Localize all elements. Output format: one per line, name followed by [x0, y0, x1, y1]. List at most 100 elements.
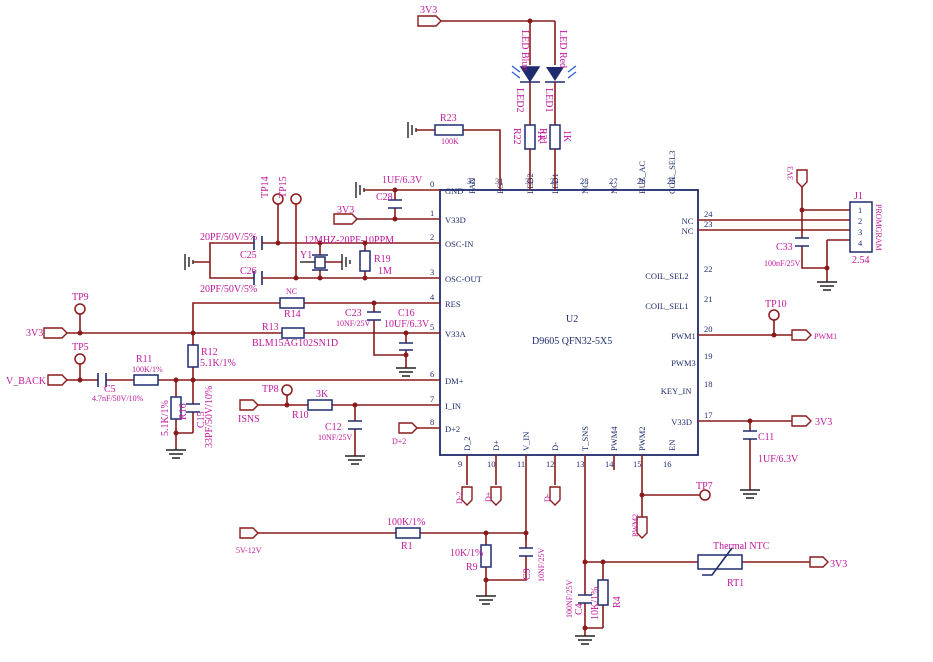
- y1-ref: Y1: [300, 250, 312, 261]
- led1-symbol: [546, 67, 564, 81]
- r22-val: 1K: [535, 130, 546, 143]
- r19-ref: R19: [374, 254, 391, 265]
- r11-body: [133, 374, 159, 386]
- port-5v12v: [239, 527, 259, 539]
- port-3v3-j1: [796, 169, 808, 188]
- r1-val: 100K/1%: [387, 517, 425, 528]
- ic-pin-num-28: 28: [580, 176, 589, 186]
- tp10-label: TP10: [765, 299, 787, 310]
- ic-pin-num-13: 13: [576, 459, 585, 469]
- r9-body: [480, 544, 492, 568]
- supply-left-section: TP9 3V3 R13 BLM15AG102SN1D NC R14 C23 10…: [26, 287, 440, 377]
- ic-pin-num-20: 20: [704, 324, 713, 334]
- r23-section: R23 100K: [407, 113, 501, 190]
- port-dplus-label: D+: [484, 491, 493, 502]
- ic-pin-name-26: BUZ_AC: [637, 161, 647, 194]
- ic-pin-num-6: 6: [430, 369, 434, 379]
- ic-pin-name-15: PWM2: [637, 426, 647, 451]
- port-pwm1: [791, 329, 812, 341]
- r4-val: 10K/1%: [590, 587, 601, 620]
- r16-ref: R16: [178, 403, 189, 420]
- r10-val: 3K: [316, 389, 329, 400]
- r14-ref: R14: [284, 309, 301, 320]
- ic-pin-num-17: 17: [704, 410, 713, 420]
- led2-symbol: [519, 66, 541, 83]
- port-3v3-top: [417, 15, 442, 27]
- j1-body: [849, 201, 873, 253]
- ic-pin-num-19: 19: [704, 351, 713, 361]
- port-3v3-v33d: [333, 213, 358, 225]
- port-dminus-label: D-: [543, 493, 552, 502]
- r14-val: NC: [286, 287, 297, 296]
- r21-body: [549, 124, 561, 150]
- r23-body: [434, 124, 464, 136]
- ic-pin-num-21: 21: [704, 294, 713, 304]
- led-section: 3V3 LED Blue LED2 LED Red LED1 R22 1K R2…: [417, 5, 577, 190]
- c23-ref: C23: [345, 308, 362, 319]
- port-5v12v-label: 5V-12V: [236, 546, 262, 555]
- c28-ref: C28: [376, 192, 393, 203]
- ic-pin-name-25: COIL_SEL3: [667, 151, 677, 194]
- c9-ref: C9: [522, 568, 533, 580]
- c16-val: 10UF/6.3V: [384, 319, 430, 330]
- tp8-label: TP8: [262, 384, 279, 395]
- ic-pin-num-16: 16: [663, 459, 672, 469]
- j1-pitch: 2.54: [852, 255, 870, 266]
- port-3v3-j1-label: 3V3: [786, 166, 795, 180]
- ic-pin-name-24: NC: [682, 216, 694, 226]
- r22-body: [524, 124, 536, 150]
- port-3v3-left-label: 3V3: [26, 328, 43, 339]
- ic-pin-num-15: 15: [633, 459, 642, 469]
- ic-pin-name-22: COIL_SEL2: [645, 271, 688, 281]
- r16-body: [170, 396, 182, 420]
- c4-ref: C4: [574, 603, 585, 615]
- ic-pin-name-9: D_2: [462, 436, 472, 451]
- ic-pin-num-7: 7: [430, 394, 434, 404]
- c23-val: 10NF/25V: [336, 319, 370, 328]
- ic-pin-num-0: 0: [430, 179, 434, 189]
- ic-pin-name-2: OSC-IN: [445, 239, 473, 249]
- tp5-icon: [74, 353, 86, 365]
- r19-body: [359, 250, 371, 272]
- ic-pin-name-17: V33D: [671, 417, 692, 427]
- ic-pin-name-23: NC: [682, 226, 694, 236]
- ic-pin-num-2: 2: [430, 232, 434, 242]
- port-d+2: [398, 422, 418, 434]
- r16-val: 5.1K/1%: [160, 400, 171, 436]
- r1-ref: R1: [401, 541, 413, 552]
- c16-ref: C16: [398, 308, 415, 319]
- ic-pin-num-9: 9: [458, 459, 462, 469]
- ic-pin-num-1: 1: [430, 208, 434, 218]
- ic-pin-num-26: 26: [637, 176, 646, 186]
- r10-body: [307, 399, 333, 411]
- ic-pin-num-24: 24: [704, 209, 713, 219]
- ic-pin-num-11: 11: [517, 459, 525, 469]
- y1-val: 12MHZ-20PF-10PPM: [304, 235, 394, 246]
- ic-pin-num-22: 22: [704, 264, 713, 274]
- j1-ref: J1: [854, 191, 863, 202]
- c26-val: 20PF/50V/5%: [200, 284, 257, 295]
- c25-val: 20PF/50V/5%: [200, 232, 257, 243]
- c5-ref: C5: [104, 384, 116, 395]
- crystal-section: TP14 TP15 20PF/50V/5% C25 C26 20PF/50V/5…: [184, 176, 440, 295]
- r23-val: 100K: [441, 137, 459, 146]
- isns-section: TP8 ISNS 3K R10 C12 10NF/25V D+2: [238, 384, 440, 465]
- port-dplus: [490, 486, 502, 506]
- r4-body: [597, 579, 609, 606]
- c4-val: 100NF/25V: [565, 580, 574, 618]
- ic-body: [439, 189, 699, 456]
- r14-body: [279, 297, 305, 309]
- r4-ref: R4: [612, 596, 623, 608]
- r12-ref: R12: [201, 347, 218, 358]
- r1-body: [395, 527, 421, 539]
- port-3v3-top-label: 3V3: [420, 5, 437, 16]
- r13-ref: R13: [262, 322, 279, 333]
- gnd-c28-section: 1UF/6.3V C28 3V3: [333, 175, 440, 225]
- tp7-icon: [699, 489, 711, 501]
- tp14-label: TP14: [260, 176, 271, 198]
- c33-val: 100nF/25V: [764, 259, 801, 268]
- port-d-2-label: D-2: [455, 492, 464, 504]
- j1-pin-3: 3: [858, 227, 862, 237]
- port-pwm2: [636, 516, 648, 539]
